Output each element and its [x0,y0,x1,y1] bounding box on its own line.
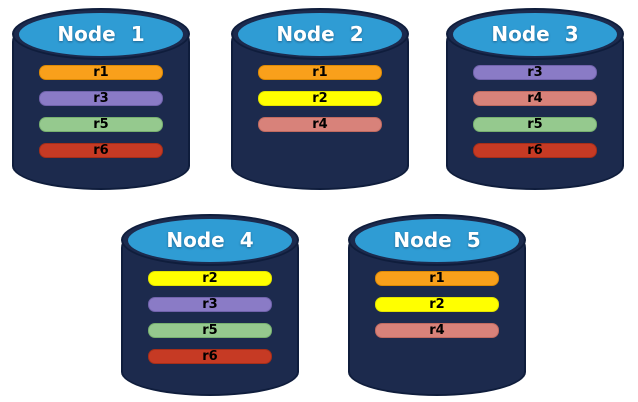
replica-list: r1 r3 r5 r6 [12,65,190,158]
replica-bar-r1: r1 [39,65,163,80]
replica-bar-r6: r6 [39,143,163,158]
database-node-5: Node 5 r1 r2 r4 [348,214,526,396]
replica-bar-r6: r6 [148,349,272,364]
cylinder-body [231,34,409,190]
node-title: Node 1 [57,22,145,46]
database-node-3: Node 3 r3 r4 r5 r6 [446,8,624,190]
replica-bar-r1: r1 [375,271,499,286]
replica-bar-r4: r4 [473,91,597,106]
database-node-4: Node 4 r2 r3 r5 r6 [121,214,299,396]
cylinder-top-face [238,13,402,56]
replica-bar-r6: r6 [473,143,597,158]
replica-bar-r3: r3 [39,91,163,106]
replica-bar-r5: r5 [39,117,163,132]
node-title: Node 4 [166,228,254,252]
cylinder-top-face [355,219,519,262]
replica-bar-r4: r4 [258,117,382,132]
replica-bar-r2: r2 [375,297,499,312]
replica-bar-r3: r3 [473,65,597,80]
cylinder-body [446,34,624,190]
replica-list: r1 r2 r4 [348,271,526,338]
node-title: Node 2 [276,22,364,46]
cylinder-top-face [128,219,292,262]
database-node-2: Node 2 r1 r2 r4 [231,8,409,190]
replica-bar-r5: r5 [473,117,597,132]
cylinder-top-face [453,13,617,56]
node-title: Node 5 [393,228,481,252]
cylinder-body [121,240,299,396]
database-node-1: Node 1 r1 r3 r5 r6 [12,8,190,190]
replica-bar-r1: r1 [258,65,382,80]
cylinder-body [348,240,526,396]
node-title: Node 3 [491,22,579,46]
replica-list: r2 r3 r5 r6 [121,271,299,364]
replica-bar-r5: r5 [148,323,272,338]
cylinder-body [12,34,190,190]
replica-bar-r4: r4 [375,323,499,338]
cylinder-top-face [19,13,183,56]
replica-bar-r3: r3 [148,297,272,312]
replica-bar-r2: r2 [148,271,272,286]
replica-bar-r2: r2 [258,91,382,106]
replica-list: r1 r2 r4 [231,65,409,132]
replica-list: r3 r4 r5 r6 [446,65,624,158]
